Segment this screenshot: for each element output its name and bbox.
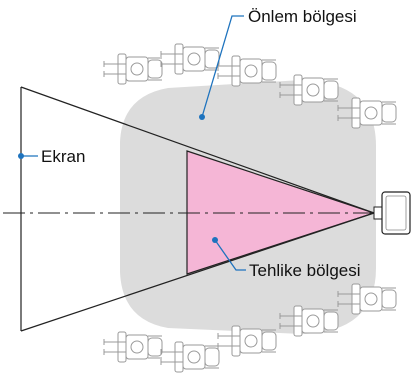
seated-person-icon	[160, 341, 220, 373]
danger-zone-label: Tehlike bölgesi	[249, 261, 361, 280]
projection-outline	[20, 86, 375, 332]
seated-person-icon	[103, 331, 163, 363]
danger-zone-callout: Tehlike bölgesi	[212, 237, 361, 280]
seated-person-icon	[217, 55, 277, 87]
caution-zone-callout: Önlem bölgesi	[199, 7, 357, 120]
projector-icon	[373, 191, 411, 235]
caution-zone-label: Önlem bölgesi	[248, 7, 357, 26]
seated-person-icon	[103, 53, 163, 85]
screen-callout: Ekran	[18, 147, 85, 166]
screen-label: Ekran	[41, 147, 85, 166]
seated-person-icon	[160, 43, 220, 75]
